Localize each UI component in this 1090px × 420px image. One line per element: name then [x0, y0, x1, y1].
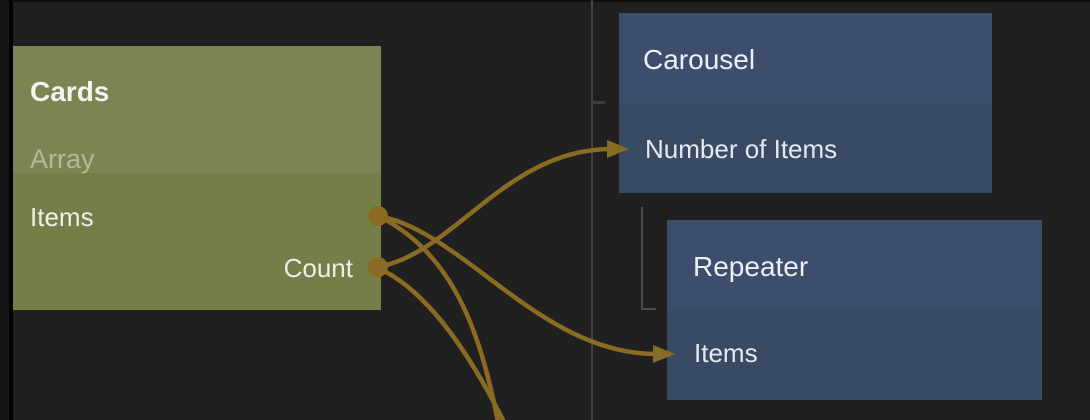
node-repeater-header[interactable]	[667, 220, 1042, 310]
wire-items-to-offscreen[interactable]	[375, 213, 500, 420]
node-carousel[interactable]: Carousel Number of Items	[619, 13, 992, 193]
node-title: Cards	[30, 76, 110, 107]
top-edge	[12, 0, 1090, 2]
output-label-count: Count	[283, 253, 353, 283]
wire-items-to-repeater[interactable]	[375, 213, 659, 357]
node-title: Repeater	[693, 251, 809, 282]
port-dot-count-output[interactable]	[368, 257, 388, 277]
corner-guide-vertical	[641, 207, 643, 310]
node-cards-body[interactable]	[13, 173, 381, 310]
panel-divider	[9, 0, 13, 420]
input-label-items: Items	[694, 338, 758, 368]
node-cards-header[interactable]	[13, 46, 381, 173]
node-repeater[interactable]: Repeater Items	[667, 220, 1042, 400]
guide-tick	[591, 101, 605, 104]
node-cards[interactable]: Cards Array Items Count	[13, 46, 381, 310]
node-carousel-body[interactable]	[619, 103, 992, 193]
wire-arrowhead-carousel-input	[607, 140, 629, 158]
wire-arrowhead-repeater-input	[653, 345, 675, 363]
node-title: Carousel	[643, 44, 756, 75]
corner-guide-horizontal	[641, 308, 656, 310]
node-repeater-body[interactable]	[667, 310, 1042, 400]
node-carousel-header[interactable]	[619, 13, 992, 103]
node-subtitle: Array	[30, 144, 95, 174]
wire-count-to-carousel[interactable]	[375, 146, 613, 270]
input-label-number-of-items: Number of Items	[645, 134, 838, 164]
output-label-items: Items	[30, 202, 94, 232]
vertical-guide-line	[591, 0, 593, 420]
port-dot-items-output[interactable]	[368, 206, 388, 226]
left-panel-edge	[0, 0, 9, 420]
wire-count-to-offscreen[interactable]	[375, 265, 506, 420]
